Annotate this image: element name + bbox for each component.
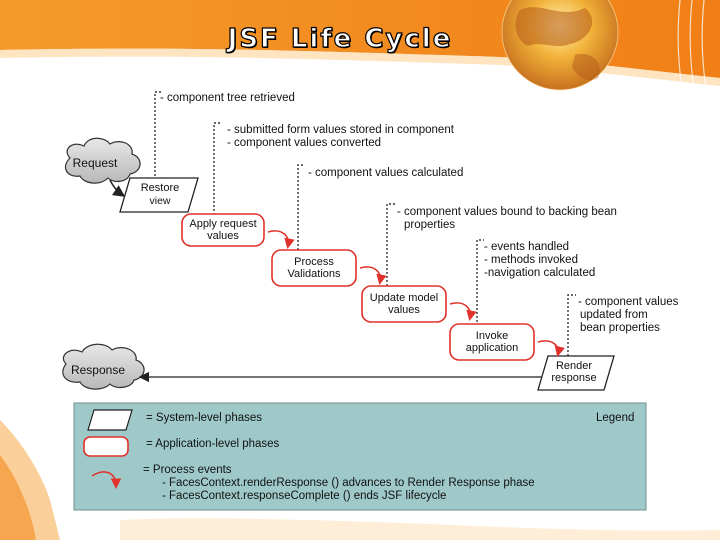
process-events-icon-3 xyxy=(449,302,477,321)
leader-render xyxy=(567,294,576,356)
phase-invoke-application-shape xyxy=(449,323,535,361)
legend-title: Legend xyxy=(596,412,635,424)
update-model-label-1: Update model xyxy=(369,292,439,304)
invoke-application-label-1: Invoke xyxy=(475,330,509,342)
annotation-apply-2: - component values converted xyxy=(227,137,382,149)
annotation-update-2: properties xyxy=(404,219,456,231)
process-events-icon-1 xyxy=(267,230,295,249)
arrow-request-restore xyxy=(109,179,126,197)
globe-graphic xyxy=(501,0,619,91)
phase-restore-view-shape xyxy=(119,177,199,213)
render-response-label-2: response xyxy=(551,372,597,384)
annotation-render-3: bean properties xyxy=(580,322,660,334)
leader-process xyxy=(297,164,305,250)
phase-apply-request-shape xyxy=(181,213,265,247)
annotation-invoke-3: -navigation calculated xyxy=(484,267,596,279)
legend-system-shape xyxy=(87,409,133,431)
apply-request-label-2: values xyxy=(207,230,239,242)
legend-application-label: = Application-level phases xyxy=(146,438,280,450)
legend-events-line-2: - FacesContext.responseComplete () ends … xyxy=(162,490,447,502)
response-cloud xyxy=(62,343,145,390)
legend-box xyxy=(73,402,647,511)
apply-request-label-1: Apply request xyxy=(189,218,257,230)
annotation-invoke-1: - events handled xyxy=(484,241,570,253)
annotation-process: - component values calculated xyxy=(308,167,464,179)
response-label: Response xyxy=(70,363,126,377)
leader-invoke xyxy=(476,239,484,326)
process-validations-label-1: Process xyxy=(294,256,334,268)
process-events-icon-2 xyxy=(359,266,387,285)
annotation-update-1: - component values bound to backing bean xyxy=(397,206,617,218)
leader-restore xyxy=(154,91,162,180)
phase-update-model-shape xyxy=(361,285,447,323)
slide-title: JSF Life Cycle xyxy=(227,23,453,54)
legend-events-icon xyxy=(91,471,122,489)
restore-view-label-2: view xyxy=(149,195,171,207)
annotation-apply-1: - submitted form values stored in compon… xyxy=(227,124,454,136)
request-label: Request xyxy=(72,156,118,170)
annotation-render-1: - component values xyxy=(578,296,679,308)
update-model-label-2: values xyxy=(388,304,420,316)
legend-application-shape xyxy=(83,436,129,457)
phase-render-response-shape xyxy=(537,355,615,391)
phase-process-validations-shape xyxy=(271,249,357,287)
process-validations-label-2: Validations xyxy=(287,268,341,280)
render-response-label-1: Render xyxy=(555,360,593,372)
process-events-icon-4 xyxy=(537,340,565,357)
legend-events-line-1: - FacesContext.renderResponse () advance… xyxy=(162,477,535,489)
invoke-application-label-2: application xyxy=(465,342,519,354)
annotation-restore: - component tree retrieved xyxy=(160,92,295,104)
annotation-invoke-2: - methods invoked xyxy=(484,254,578,266)
request-cloud xyxy=(65,137,141,184)
legend-system-label: = System-level phases xyxy=(146,412,263,424)
restore-view-label-1: Restore xyxy=(140,182,180,194)
leader-apply xyxy=(213,122,222,215)
annotation-render-2: updated from xyxy=(580,309,648,321)
leader-update xyxy=(386,203,395,290)
legend-events-label: = Process events xyxy=(143,464,232,476)
